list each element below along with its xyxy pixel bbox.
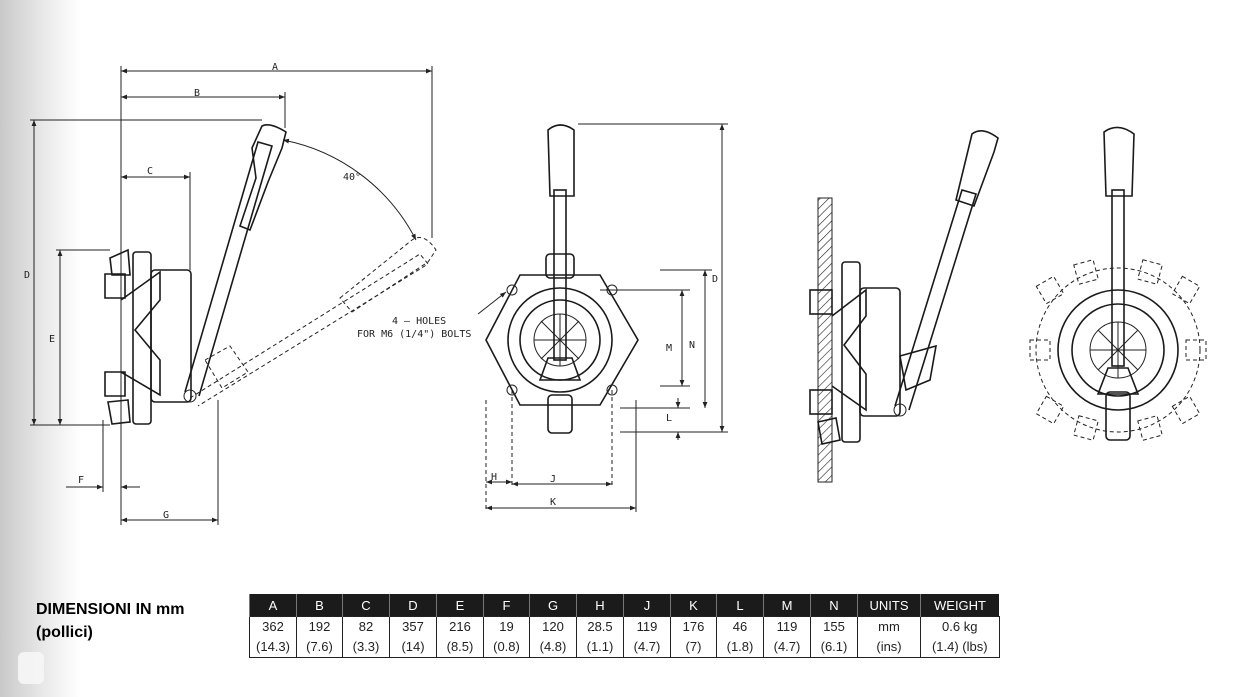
col-head-f: F (483, 594, 530, 617)
dim-label-e: E (49, 334, 55, 345)
corner-watermark (18, 652, 44, 684)
col-head-n: N (810, 594, 858, 617)
cell-l: 46(1.8) (716, 616, 764, 658)
angle-label: 40° (343, 172, 361, 183)
cell-f: 19(0.8) (483, 616, 530, 658)
cell-g: 120(4.8) (529, 616, 577, 658)
dim-label-f: F (78, 475, 84, 486)
holes-note-line2: FOR M6 (1/4") BOLTS (357, 329, 471, 340)
col-head-b: B (296, 594, 343, 617)
col-head-m: M (763, 594, 811, 617)
cell-n: 155(6.1) (810, 616, 858, 658)
front-view-drawing: D N M L H J K (357, 123, 728, 512)
dim-label-k: K (550, 497, 556, 508)
col-head-k: K (670, 594, 717, 617)
cell-b: 192(7.6) (296, 616, 343, 658)
cell-j: 119(4.7) (623, 616, 671, 658)
col-head-e: E (436, 594, 484, 617)
col-head-h: H (576, 594, 624, 617)
col-head-d: D (389, 594, 437, 617)
dim-label-g: G (163, 510, 169, 521)
cell-h: 28.5(1.1) (576, 616, 624, 658)
col-head-l: L (716, 594, 764, 617)
cell-m: 119(4.7) (763, 616, 811, 658)
dim-label-c: C (147, 166, 153, 177)
dimensions-table: A B C D E F G H J K L M N UNITS WEIGHT 3… (249, 594, 1000, 658)
cell-e: 216(8.5) (436, 616, 484, 658)
dim-label-b: B (194, 88, 200, 99)
dimensions-table-header-row: A B C D E F G H J K L M N UNITS WEIGHT (249, 594, 999, 617)
holes-note-line1: 4 – HOLES (392, 316, 446, 327)
dimensions-caption: DIMENSIONI IN mm (pollici) (36, 598, 184, 644)
col-head-j: J (623, 594, 671, 617)
cell-a: 362(14.3) (249, 616, 297, 658)
dim-label-a: A (272, 62, 278, 73)
col-head-units: UNITS (857, 594, 921, 617)
cell-weight: 0.6 kg(1.4) (lbs) (920, 616, 1000, 658)
col-head-weight: WEIGHT (920, 594, 999, 617)
front-dim-label-d: D (712, 274, 718, 285)
caption-line-1: DIMENSIONI IN mm (36, 601, 185, 618)
dim-label-l: L (666, 413, 672, 424)
caption-line-2: (pollici) (36, 624, 93, 641)
dim-label-n: N (689, 340, 695, 351)
dimensions-table-value-row: 362(14.3) 192(7.6) 82(3.3) 357(14) 216(8… (249, 616, 1000, 658)
cell-k: 176(7) (670, 616, 717, 658)
cell-c: 82(3.3) (342, 616, 390, 658)
cell-d: 357(14) (389, 616, 437, 658)
dim-label-j: J (550, 474, 556, 485)
dim-label-d: D (24, 270, 30, 281)
left-gradient-band (0, 0, 80, 697)
cell-units: mm(ins) (857, 616, 921, 658)
bulkhead-view-drawing (809, 130, 999, 483)
col-head-a: A (249, 594, 297, 617)
dim-label-m: M (666, 343, 672, 354)
col-head-c: C (342, 594, 390, 617)
side-view-drawing: A B C D E F G 40° (24, 62, 437, 525)
port-rotation-view-drawing (1029, 126, 1207, 441)
dim-label-h: H (491, 472, 497, 483)
col-head-g: G (529, 594, 577, 617)
